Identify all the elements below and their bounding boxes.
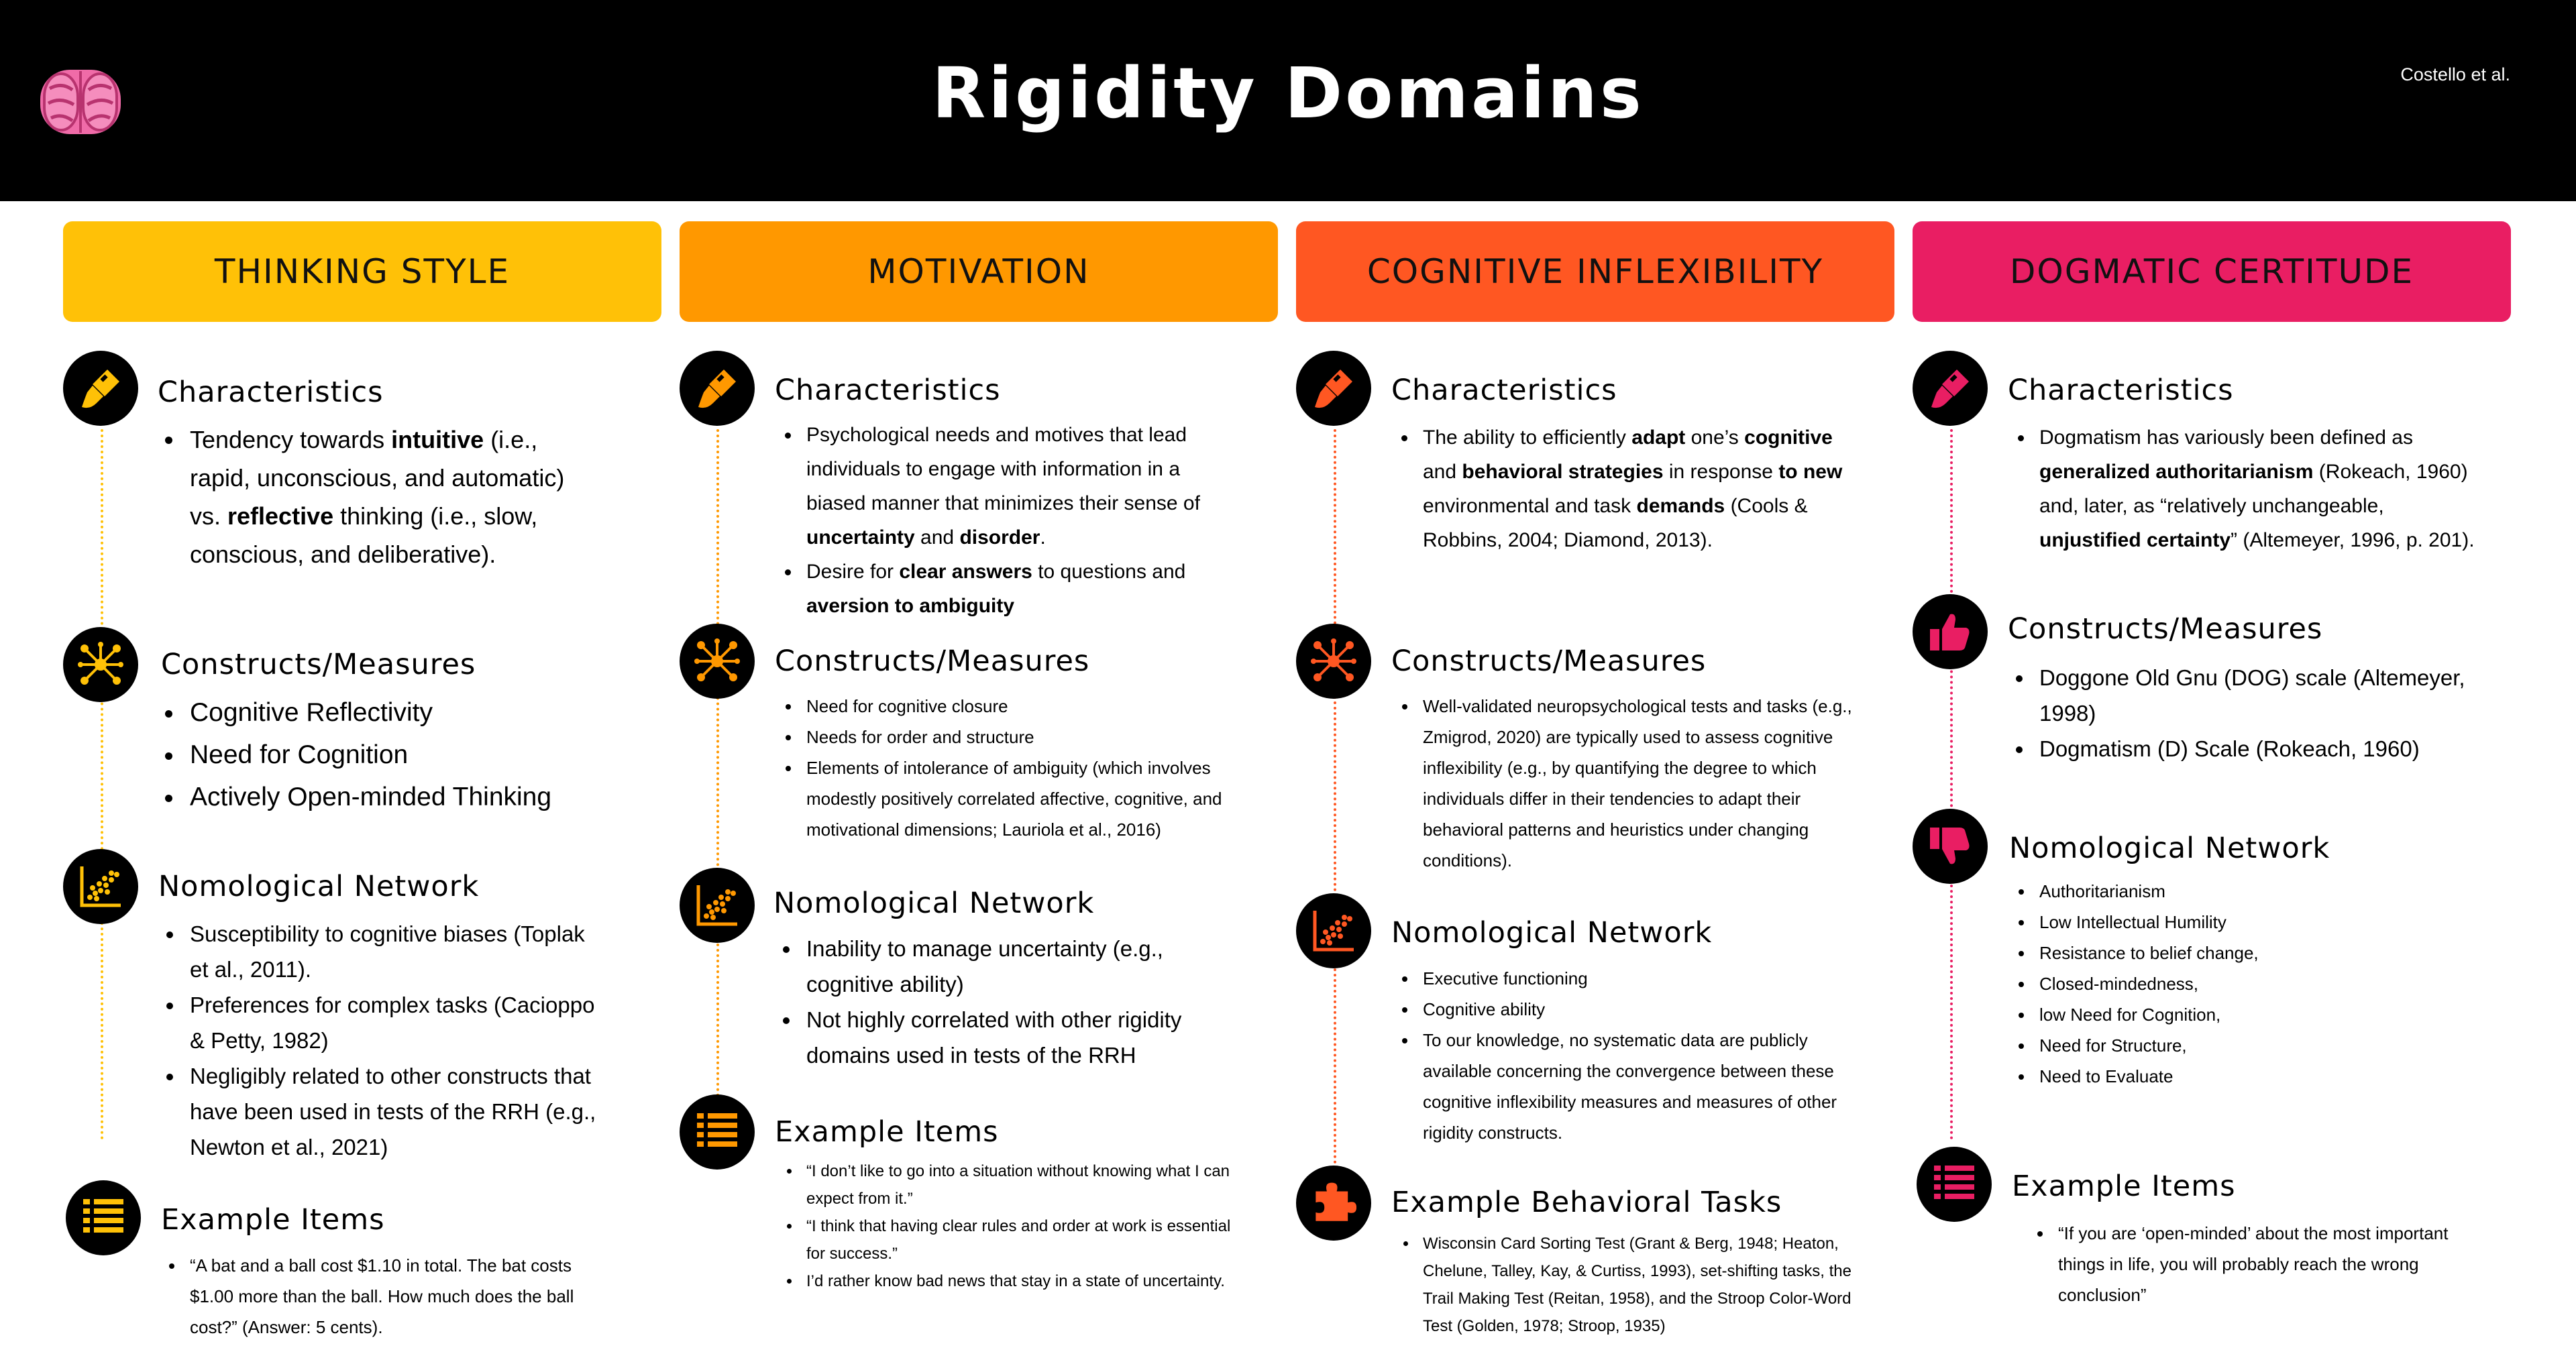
list-item: The ability to efficiently adapt one’s c… [1417, 420, 1847, 557]
list-item: Elements of intolerance of ambiguity (wh… [801, 752, 1230, 845]
list-item: Susceptibility to cognitive biases (Topl… [184, 916, 600, 987]
network-icon [1296, 624, 1371, 699]
section-title: Constructs/Measures [161, 648, 476, 681]
bullet-list: The ability to efficiently adapt one’s c… [1395, 420, 1847, 557]
list-item: Preferences for complex tasks (Cacioppo … [184, 987, 600, 1058]
section-title: Characteristics [158, 376, 384, 409]
bullet-list: Executive functioning Cognitive ability … [1395, 963, 1854, 1148]
list-item: Low Intellectual Humility [2034, 907, 2477, 938]
list-item: Closed-mindedness, [2034, 968, 2477, 999]
network-icon [63, 627, 138, 702]
brain-icon [40, 70, 121, 134]
list-item: “I don’t like to go into a situation wit… [801, 1157, 1244, 1212]
bullet-list: Well-validated neuropsychological tests … [1395, 691, 1854, 876]
scatter-plot-icon [63, 849, 138, 924]
thumbs-down-icon [1913, 809, 1988, 884]
list-item: “A bat and a ball cost $1.10 in total. T… [184, 1250, 614, 1343]
timeline-divider [1334, 429, 1336, 1180]
section-title: Constructs/Measures [1391, 644, 1707, 678]
paintbrush-icon [63, 351, 138, 426]
list-item: Authoritarianism [2034, 876, 2477, 907]
column-title: THINKING STYLE [214, 252, 511, 291]
author-credit: Costello et al. [2400, 64, 2510, 84]
header-bar: Rigidity Domains Costello et al. [0, 0, 2576, 201]
list-item: Not highly correlated with other rigidit… [801, 1002, 1244, 1073]
list-item: Psychological needs and motives that lea… [801, 418, 1230, 555]
list-item: Resistance to belief change, [2034, 938, 2477, 968]
list-item: Cognitive Reflectivity [184, 691, 614, 734]
list-item: Dogmatism has variously been defined as … [2034, 420, 2477, 557]
list-item: Actively Open-minded Thinking [184, 776, 614, 818]
list-item: Dogmatism (D) Scale (Rokeach, 1960) [2034, 731, 2477, 767]
section-title: Nomological Network [1391, 916, 1713, 950]
bullet-list: Susceptibility to cognitive biases (Topl… [162, 916, 600, 1165]
timeline-divider [101, 429, 103, 1140]
bullet-list: Cognitive Reflectivity Need for Cognitio… [162, 691, 614, 818]
section-title: Characteristics [1391, 374, 1617, 407]
list-item: Needs for order and structure [801, 722, 1230, 752]
list-item: Inability to manage uncertainty (e.g., c… [801, 931, 1244, 1002]
list-item: Desire for clear answers to questions an… [801, 555, 1230, 623]
section-title: Example Items [161, 1203, 385, 1237]
puzzle-icon [1296, 1166, 1371, 1241]
section-title: Nomological Network [158, 870, 480, 903]
list-item: To our knowledge, no systematic data are… [1417, 1025, 1854, 1148]
list-item: Need for cognitive closure [801, 691, 1230, 722]
page-title: Rigidity Domains [932, 52, 1644, 134]
paintbrush-icon [1296, 351, 1371, 426]
section-title: Example Behavioral Tasks [1391, 1186, 1782, 1219]
column-banner-dogmatic-certitude: DOGMATIC CERTITUDE [1913, 221, 2511, 322]
network-icon [680, 624, 755, 699]
section-title: Example Items [2012, 1170, 2236, 1203]
bullet-list: “I don’t like to go into a situation wit… [778, 1157, 1244, 1295]
thumbs-up-icon [1913, 594, 1988, 669]
list-item: Well-validated neuropsychological tests … [1417, 691, 1854, 876]
list-item: Negligibly related to other constructs t… [184, 1058, 600, 1165]
paintbrush-icon [1913, 351, 1988, 426]
list-icon [1917, 1147, 1992, 1222]
column-title: DOGMATIC CERTITUDE [2009, 252, 2414, 291]
bullet-list: Psychological needs and motives that lea… [778, 418, 1230, 623]
list-item: Cognitive ability [1417, 994, 1854, 1025]
bullet-list: Authoritarianism Low Intellectual Humili… [2011, 876, 2477, 1092]
list-item: Need to Evaluate [2034, 1061, 2477, 1092]
list-item: Doggone Old Gnu (DOG) scale (Altemeyer, … [2034, 660, 2477, 731]
column-title: MOTIVATION [867, 252, 1090, 291]
column-banner-motivation: MOTIVATION [680, 221, 1278, 322]
bullet-list: Wisconsin Card Sorting Test (Grant & Ber… [1395, 1230, 1854, 1340]
column-banner-cognitive-inflexibility: COGNITIVE INFLEXIBILITY [1296, 221, 1894, 322]
column-banner-thinking-style: THINKING STYLE [63, 221, 661, 322]
list-item: Tendency towards intuitive (i.e., rapid,… [184, 420, 587, 573]
scatter-plot-icon [680, 868, 755, 943]
section-title: Constructs/Measures [775, 644, 1090, 678]
bullet-list: Dogmatism has variously been defined as … [2011, 420, 2477, 557]
list-item: low Need for Cognition, [2034, 999, 2477, 1030]
timeline-divider [716, 429, 719, 1140]
timeline-divider [1950, 429, 1953, 1140]
bullet-list: Inability to manage uncertainty (e.g., c… [778, 931, 1244, 1073]
bullet-list: Need for cognitive closure Needs for ord… [778, 691, 1230, 845]
bullet-list: “A bat and a ball cost $1.10 in total. T… [162, 1250, 614, 1343]
list-item: Need for Structure, [2034, 1030, 2477, 1061]
section-title: Nomological Network [773, 887, 1095, 920]
list-item: I’d rather know bad news that stay in a … [801, 1267, 1244, 1295]
bullet-list: Doggone Old Gnu (DOG) scale (Altemeyer, … [2011, 660, 2477, 767]
section-title: Characteristics [2008, 374, 2234, 407]
bullet-list: “If you are ‘open-minded’ about the most… [2030, 1218, 2482, 1310]
section-title: Nomological Network [2009, 832, 2330, 865]
list-item: “I think that having clear rules and ord… [801, 1212, 1244, 1267]
list-item: “If you are ‘open-minded’ about the most… [2053, 1218, 2482, 1310]
column-title: COGNITIVE INFLEXIBILITY [1366, 252, 1824, 291]
scatter-plot-icon [1296, 893, 1371, 968]
paintbrush-icon [680, 351, 755, 426]
section-title: Characteristics [775, 374, 1001, 407]
list-icon [680, 1094, 755, 1170]
section-title: Constructs/Measures [2008, 612, 2323, 646]
list-icon [66, 1180, 141, 1255]
list-item: Wisconsin Card Sorting Test (Grant & Ber… [1417, 1230, 1854, 1340]
list-item: Executive functioning [1417, 963, 1854, 994]
bullet-list: Tendency towards intuitive (i.e., rapid,… [162, 420, 587, 573]
section-title: Example Items [775, 1115, 999, 1149]
list-item: Need for Cognition [184, 734, 614, 776]
